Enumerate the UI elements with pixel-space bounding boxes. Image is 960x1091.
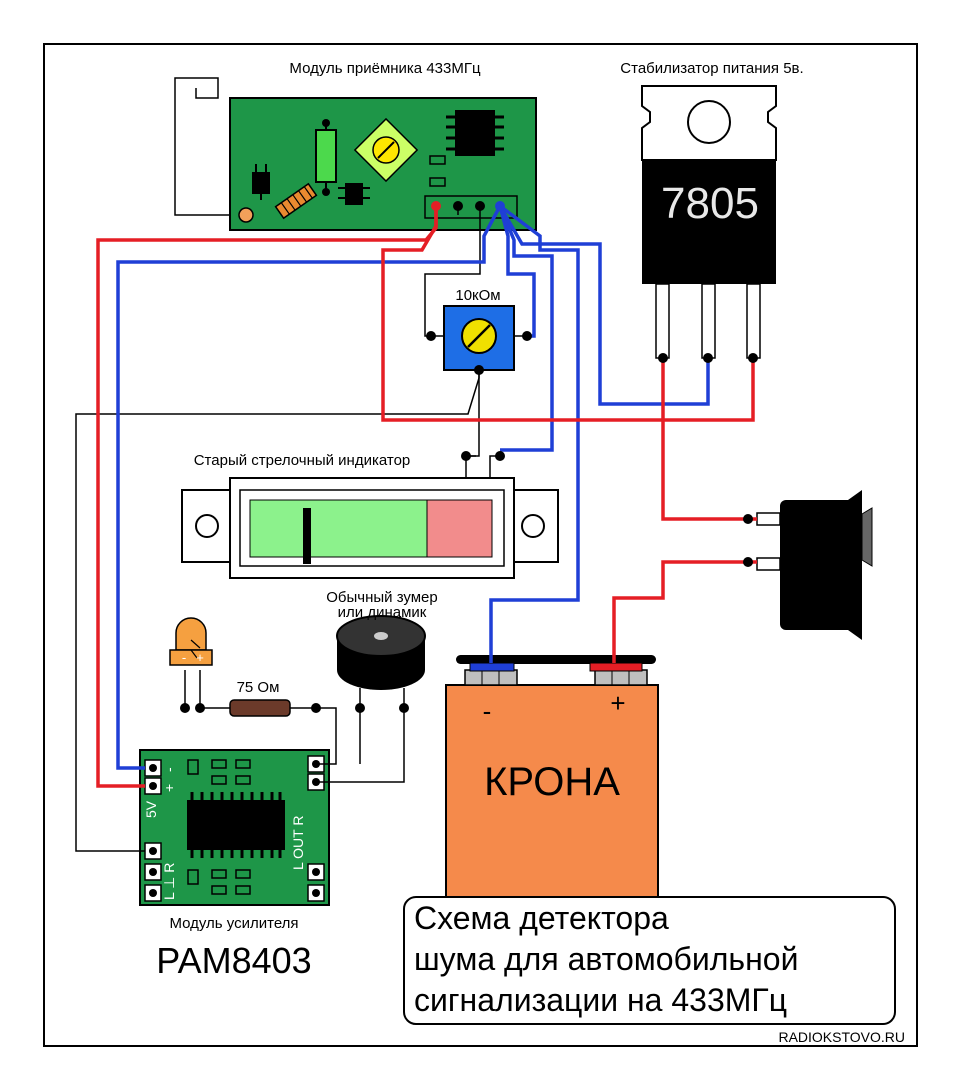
amp-pin-minus: - (161, 767, 177, 772)
trimmer-label: 10кОм (455, 287, 500, 304)
receiver-module-label: Модуль приёмника 433МГц (289, 60, 481, 77)
title-line-1: Схема детектора (414, 900, 669, 936)
amp-pin-out: L OUT R (290, 816, 306, 870)
title-box (403, 896, 896, 1025)
receiver-module (229, 97, 537, 231)
buzzer-label-1: Обычный зумер (326, 589, 438, 606)
amplifier-module (139, 749, 330, 906)
amp-pin-5v: 5V (143, 800, 159, 818)
battery-minus-label: - (483, 696, 492, 726)
amp-module-caption: Модуль усилителя (169, 915, 298, 932)
regulator-chip-label: 7805 (661, 179, 759, 228)
resistor-label: 75 Ом (237, 679, 280, 696)
amp-pin-lgr: L ⊥ R (161, 863, 177, 900)
led (169, 617, 213, 708)
blue-wires (116, 204, 710, 770)
rocker-switch (756, 490, 873, 640)
meter-label: Старый стрелочный индикатор (194, 452, 411, 469)
red-wires (96, 206, 757, 788)
led-plus-label: + (196, 650, 204, 665)
antenna (174, 77, 246, 216)
battery-krona (445, 655, 659, 906)
colored-pins (431, 201, 505, 211)
amp-module-name: PAM8403 (156, 940, 311, 981)
title-line-2: шума для автомобильной (414, 941, 798, 977)
watermark: RADIOKSTOVO.RU (778, 1029, 905, 1045)
led-minus-label: - (182, 650, 186, 665)
stabilizer-label: Стабилизатор питания 5в. (620, 60, 803, 77)
battery-name-label: КРОНА (484, 760, 620, 804)
regulator-7805 (641, 85, 777, 359)
amp-pin-plus: + (161, 784, 177, 792)
buzzer (336, 615, 426, 708)
junction-dots (180, 201, 758, 713)
battery-plus-label: + (610, 688, 625, 718)
buzzer-label-2: или динамик (338, 604, 427, 621)
analog-meter (181, 455, 559, 579)
title-line-3: сигнализации на 433МГц (414, 982, 787, 1018)
